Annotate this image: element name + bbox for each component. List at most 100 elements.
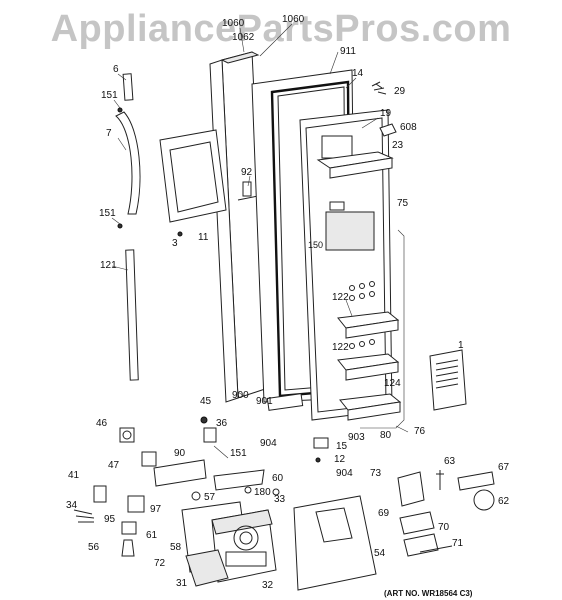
callout: 19 bbox=[380, 108, 392, 119]
callout: 61 bbox=[146, 530, 158, 541]
door-shelf-middle bbox=[337, 353, 400, 381]
callout: 69 bbox=[378, 508, 390, 519]
part-41 bbox=[93, 485, 107, 503]
callout-labels: 1060 1062 1060 911 14 29 6 151 7 92 19 6… bbox=[66, 14, 510, 591]
part-45 bbox=[200, 416, 208, 424]
door-shelf-upper bbox=[337, 311, 400, 339]
callout: 73 bbox=[370, 468, 382, 479]
screw bbox=[177, 231, 183, 237]
dispenser-frame bbox=[159, 129, 227, 223]
door-handle bbox=[115, 111, 141, 215]
part-69 bbox=[399, 511, 435, 535]
callout: 151 bbox=[101, 90, 118, 101]
part-57 bbox=[191, 491, 201, 501]
dispenser-panel-90 bbox=[153, 459, 207, 487]
art-number: (ART NO. WR18564 C3) bbox=[384, 589, 473, 598]
callout: 911 bbox=[340, 46, 356, 57]
part-31 bbox=[185, 549, 229, 587]
wire-34-icon bbox=[73, 509, 95, 523]
callout: 41 bbox=[68, 470, 80, 481]
screw bbox=[117, 107, 123, 113]
callout: 58 bbox=[170, 542, 182, 553]
callout: 80 bbox=[380, 430, 392, 441]
callout: 1060 bbox=[222, 18, 245, 29]
callout: 3 bbox=[172, 238, 178, 249]
callout: 11 bbox=[198, 232, 209, 243]
part-70 bbox=[403, 533, 439, 557]
callout: 97 bbox=[150, 504, 162, 515]
callout: 45 bbox=[200, 396, 212, 407]
callout: 36 bbox=[216, 418, 228, 429]
owners-manual bbox=[429, 349, 467, 411]
dispenser-lever-60 bbox=[213, 469, 265, 491]
callout: 124 bbox=[384, 378, 401, 389]
callout: 34 bbox=[66, 500, 78, 511]
callout: 903 bbox=[348, 432, 365, 443]
callout: 14 bbox=[352, 68, 364, 79]
door-trim-lower bbox=[125, 249, 139, 381]
callout: 15 bbox=[336, 441, 348, 452]
callout: 71 bbox=[452, 538, 464, 549]
part-71 bbox=[419, 545, 453, 553]
callout: 121 bbox=[100, 260, 117, 271]
callout: 904 bbox=[336, 468, 353, 479]
screw bbox=[117, 223, 123, 229]
part-180 bbox=[244, 486, 252, 494]
callout: 75 bbox=[397, 198, 409, 209]
callout: 1060 bbox=[282, 14, 305, 25]
bracket-608 bbox=[379, 123, 397, 137]
callout: 180 bbox=[254, 487, 271, 498]
callout: 63 bbox=[444, 456, 456, 467]
part-63 bbox=[436, 470, 444, 490]
part-62 bbox=[473, 489, 495, 511]
part-56 bbox=[121, 521, 137, 535]
door-liner bbox=[299, 109, 393, 421]
callout: 29 bbox=[394, 86, 406, 97]
callout: 62 bbox=[498, 496, 510, 507]
callout: 7 bbox=[106, 128, 112, 139]
dispenser-shelf bbox=[316, 151, 394, 179]
callout: 900 bbox=[232, 390, 249, 401]
water-tube bbox=[360, 229, 405, 429]
callout: 72 bbox=[154, 558, 166, 569]
callout: 47 bbox=[108, 460, 120, 471]
part-12 bbox=[315, 457, 321, 463]
part-46 bbox=[119, 427, 135, 443]
callout: 904 bbox=[260, 438, 277, 449]
callout: 60 bbox=[272, 473, 284, 484]
callout: 608 bbox=[400, 122, 417, 133]
callout: 31 bbox=[176, 578, 188, 589]
callout: 57 bbox=[204, 492, 216, 503]
callout: 151 bbox=[230, 448, 247, 459]
callout: 56 bbox=[88, 542, 100, 553]
callout: 90 bbox=[174, 448, 186, 459]
callout: 150 bbox=[308, 240, 323, 250]
callout: 12 bbox=[334, 454, 346, 465]
callout: 122 bbox=[332, 342, 349, 353]
callout: 1 bbox=[458, 340, 464, 351]
callout: 92 bbox=[241, 167, 253, 178]
callout: 33 bbox=[274, 494, 286, 505]
part-901 bbox=[266, 393, 304, 411]
part-95 bbox=[127, 495, 145, 513]
auger-motor-assembly bbox=[181, 501, 277, 583]
callout: 54 bbox=[374, 548, 386, 559]
leader-lines bbox=[111, 23, 409, 459]
callout: 95 bbox=[104, 514, 116, 525]
part-33 bbox=[272, 488, 280, 496]
callout: 901 bbox=[256, 396, 273, 407]
part-67 bbox=[457, 471, 495, 491]
callout: 46 bbox=[96, 418, 108, 429]
callout: 6 bbox=[113, 64, 119, 75]
callout: 32 bbox=[262, 580, 274, 591]
part-46-knob bbox=[122, 430, 132, 440]
callout: 1062 bbox=[232, 32, 255, 43]
part-56-b bbox=[121, 539, 135, 557]
callout: 122 bbox=[332, 292, 349, 303]
part-36 bbox=[203, 427, 217, 443]
callout: 67 bbox=[498, 462, 510, 473]
callout: 151 bbox=[99, 208, 116, 219]
ice-chute-cover bbox=[293, 495, 377, 591]
part-47 bbox=[141, 451, 157, 467]
